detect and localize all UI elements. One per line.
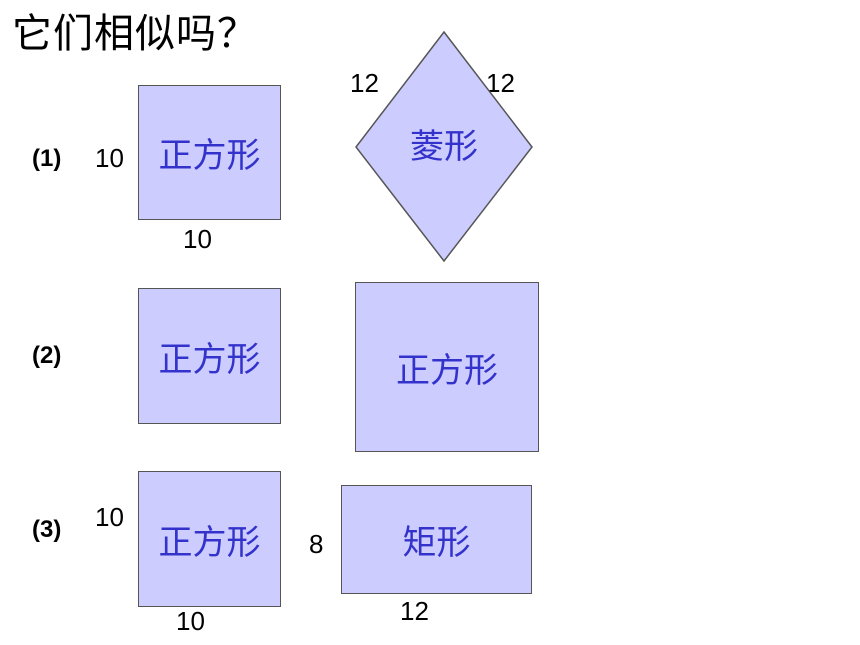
row-3-rectangle-label: 矩形 [402,523,471,563]
row-2-large-square: 正方形 [355,282,539,452]
row-2-small-square: 正方形 [138,288,281,424]
rectangle-side-label: 8 [309,529,324,559]
row-2-small-square-label: 正方形 [158,339,261,380]
row-3-rectangle: 矩形 [341,485,532,594]
row-2-label: (2) [32,342,62,369]
row-3-square-side-label: 10 [95,502,124,532]
rectangle-bottom-label: 12 [400,596,429,626]
row-3-square: 正方形 [138,471,281,607]
row-3-square-bottom-label: 10 [176,606,205,636]
slide-title: 它们相似吗？ [12,11,258,57]
row-1-square-label: 正方形 [158,136,261,176]
rhombus-shape [355,30,533,263]
row-3-label: (3) [32,516,62,543]
row-3-square-label: 正方形 [158,522,261,563]
rhombus-label: 菱形 [410,127,478,167]
row-1-square-side-label: 10 [95,143,124,173]
row-1-square: 正方形 [138,85,281,220]
row-1-label: (1) [32,145,62,172]
rhombus-left-side-label: 12 [350,68,379,98]
row-1-rhombus: 菱形 [355,30,533,263]
row-2-large-square-label: 正方形 [396,350,498,391]
row-1-square-bottom-label: 10 [183,224,212,254]
